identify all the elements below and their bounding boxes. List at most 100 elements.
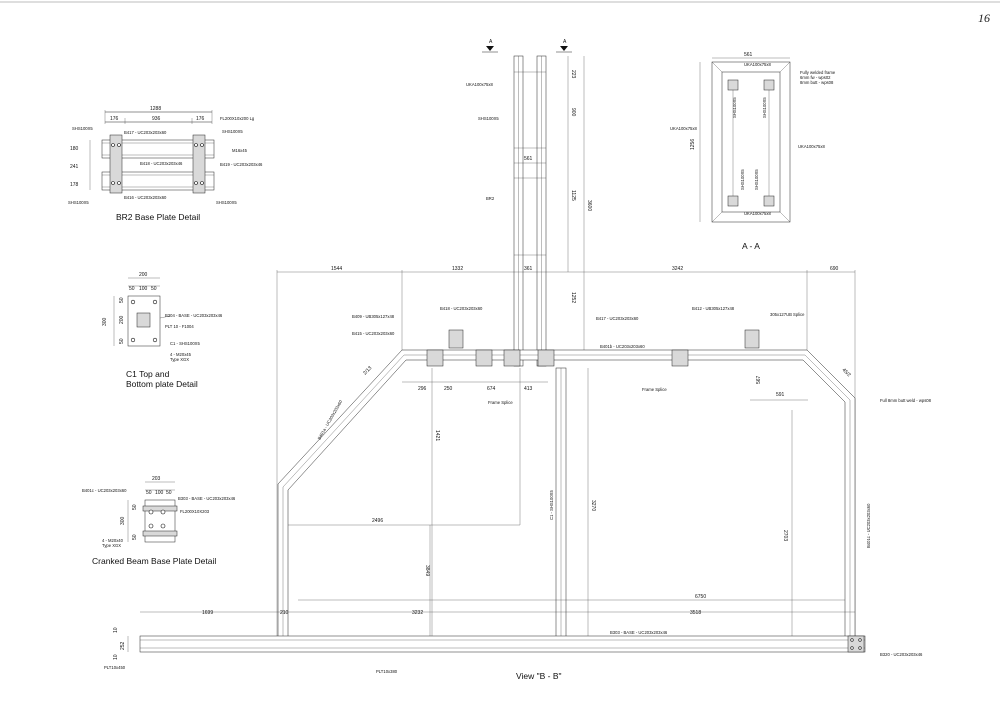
label-b409: B409 - UB305x127x48 [352,314,395,319]
c1-dim-height: 300 [102,317,108,326]
aa-label-fw1: Fully welded frame [800,70,836,75]
cranked-label-b401c: B401c - UC203x203x60 [82,488,127,493]
label-c1: C1 - SHS100X5 [549,490,554,520]
c1-dim-width: 200 [139,272,148,278]
mid-dim-1421: 1421 [434,430,440,441]
c1-label-type: Type XGX [170,357,189,362]
bottom-dim-10a: 10 [113,654,119,660]
view-b-b: A A 223 900 561 1125 3600 1252 UKA100x75… [104,39,932,681]
top-dim-690: 690 [830,266,839,272]
mast-label-br2: BR2 [486,196,495,201]
bottom-dim-6750: 6750 [695,594,706,600]
br2-dim-v2: 241 [70,164,79,170]
br2-dim-v3: 178 [70,182,79,188]
br2-dim-v1: 180 [70,146,79,152]
label-b401c: B401c - UC203x203x60 [866,503,871,548]
aa-inner-frame [721,71,781,213]
c1-shs [136,312,151,328]
br2-base-plate-detail: 1288 176 936 176 180 241 178 SHS100X5 B4… [68,106,263,222]
frame-outline [277,349,856,641]
base-end-plate [847,635,865,653]
cranked-label-fl: FL200X10X203 [180,509,210,514]
cranked-beam-plate-detail: 203 50 100 50 300 50 50 B401c - UC203x20… [82,476,236,566]
aa-label-shs4: SHS100X5 [754,169,759,190]
br2-left-plate [109,134,123,194]
top-dim-1544: 1544 [331,266,342,272]
cranked-dim-a: 50 [146,490,152,496]
cranked-dim-c: 50 [166,490,172,496]
br2-label-shs-bl: SHS100X5 [68,200,89,205]
c1-label-shs: C1 - SHS100X5 [170,341,200,346]
mast-dim-top: 223 [570,70,576,79]
c1-dim-c: 50 [151,286,157,292]
mid-dim-567: 567 [756,375,762,384]
splice-plate-2 [475,349,493,367]
mid-dim-2496: 2496 [372,518,383,524]
br2-label-b416: B416 - UC203x203x60 [124,195,167,200]
br2-label-fl: FL200X10x200 Lg [220,116,255,121]
br2-upper-beam [101,139,215,159]
cranked-dim-top: 50 [132,504,138,510]
cranked-title: Cranked Beam Base Plate Detail [92,556,216,566]
mid-dim-591: 591 [776,392,785,398]
br2-label-shs-br: SHS100X5 [216,200,237,205]
bottom-dim-10b: 10 [113,627,119,633]
label-frame-splice-2: Frame Splice [642,387,667,392]
c1-dim-bot: 50 [119,338,125,344]
br2-lower-beam [101,171,215,191]
br2-label-b418: B418 - UC203x203x46 [140,161,183,166]
c1-dim-inner: 200 [119,315,125,324]
mid-dim-3270: 3270 [590,500,596,511]
cranked-dim-b: 100 [155,490,164,496]
br2-dim-overall: 1288 [150,106,161,112]
label-b401b: B401b - UC203x203x60 [600,344,645,349]
br2-label-shs-tl: SHS100X5 [72,126,93,131]
c1-label-plt: PLT 10 - F1004 [165,324,194,329]
bottom-dim-252: 252 [120,641,126,650]
aa-label-right: UKA100x75x8 [798,144,825,149]
label-b412: B412 - UB305x127x48 [692,306,735,311]
br2-label-m16: M16x45 [232,148,248,153]
splice-plate-5 [671,349,689,367]
c1-dim-top: 50 [119,297,125,303]
label-b320: B320 - UC203x203x46 [880,652,923,657]
br2-dim-left: 176 [110,116,119,122]
mast-dim-1125: 1125 [570,190,576,201]
br2-label-b417: B417 - UC203x203x60 [124,130,167,135]
label-b415: B415 - UC203x203x60 [352,331,395,336]
bottom-dim-1699: 1699 [202,610,213,616]
aa-label-bottom: UKA100x75x8 [744,211,771,216]
bottom-dim-210: 210 [280,610,289,616]
section-a-a: 561 1256 UKA100x75x8 Fully welded frame … [670,52,836,251]
bottom-dim-3518: 3518 [690,610,701,616]
mid-dim-2703: 2703 [782,530,788,541]
purlin-cleat-2 [744,329,760,349]
label-weld: Full 8mm butt weld - wps08 [880,398,932,403]
angle-right: 45/2 [841,367,852,378]
mast-label-shs: SHS100X5 [478,116,499,121]
c1-title-line1: C1 Top and [126,369,170,379]
label-b418: B418 - UC203x203x60 [440,306,483,311]
aa-dim-width: 561 [744,52,753,58]
br2-dim-mid: 936 [152,116,161,122]
br2-dim-right: 176 [196,116,205,122]
section-mark-a-right: A [563,39,567,45]
label-b303: B303 - BASE - UC203x203x46 [610,630,668,635]
mast-label-uka: UKA100x75x8 [466,82,493,87]
mast-dim-3600: 3600 [586,200,592,211]
cranked-label-b303: B303 - BASE - UC203x203x46 [178,496,236,501]
aa-title: A - A [742,241,760,251]
aa-label-fw3: 8mm butt - wps08 [800,80,834,85]
c1-label-b304: B304 - BASE - UC203x203x46 [165,313,223,318]
cranked-label-bolts: 4 - M20x40 [102,538,124,543]
mast-dim-900: 900 [570,108,576,117]
section-mark-a-left: A [489,39,493,45]
top-dim-361: 361 [524,266,533,272]
label-splice305: 305x127UB Splice [770,312,805,317]
splice-plate-4 [537,349,555,367]
label-b417: B417 - UC203x203x60 [596,316,639,321]
cranked-label-type: Type XGX [102,543,121,548]
aa-label-top: UKA100x75x8 [744,62,771,67]
page-number: 16 [978,11,990,25]
